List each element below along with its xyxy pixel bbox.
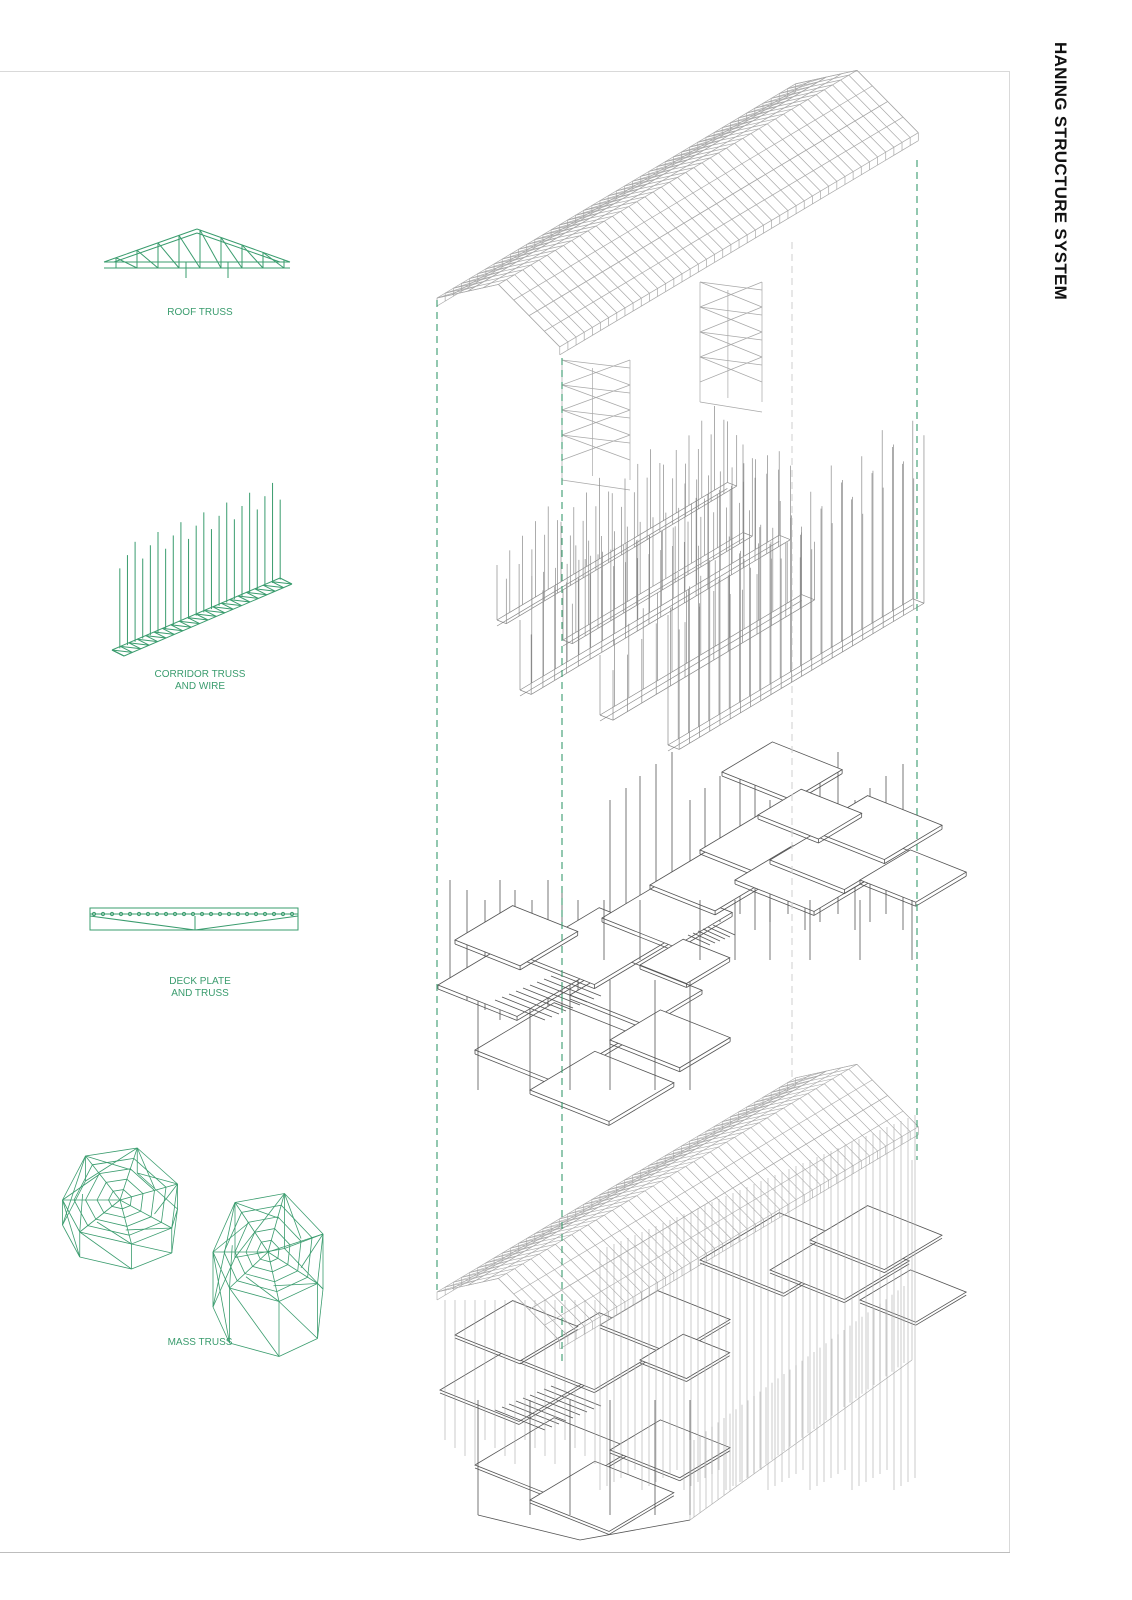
roof-truss-layer [436, 69, 919, 491]
alignment-guides [436, 160, 918, 1365]
mass-truss-icon [62, 1147, 324, 1357]
corridor-truss-icon [111, 482, 293, 657]
legend-label-roof-truss: ROOF TRUSS [100, 307, 300, 319]
legend-text: MASS TRUSS [167, 1337, 233, 1348]
assembled-building [436, 1063, 919, 1521]
hanging-wire-layer [496, 406, 925, 752]
legend-label-mass-truss: MASS TRUSS [100, 1337, 300, 1349]
deck-plate-icon [89, 907, 299, 931]
legend-text: ROOF TRUSS [167, 307, 233, 318]
legend-label-corridor-truss: CORRIDOR TRUSS AND WIRE [100, 669, 300, 693]
legend-text: AND WIRE [175, 681, 225, 692]
legend-text: CORRIDOR TRUSS [154, 669, 246, 680]
legend-text: DECK PLATE [169, 976, 231, 987]
legend-label-deck-plate: DECK PLATE AND TRUSS [100, 976, 300, 1000]
floor-deck-layer [437, 741, 968, 1541]
frame-line-bottom [0, 1552, 1010, 1553]
legend-text: AND TRUSS [171, 988, 229, 999]
roof-truss-icon [103, 228, 291, 278]
frame-line-right [1009, 71, 1010, 1552]
frame-line-top [0, 71, 1010, 72]
